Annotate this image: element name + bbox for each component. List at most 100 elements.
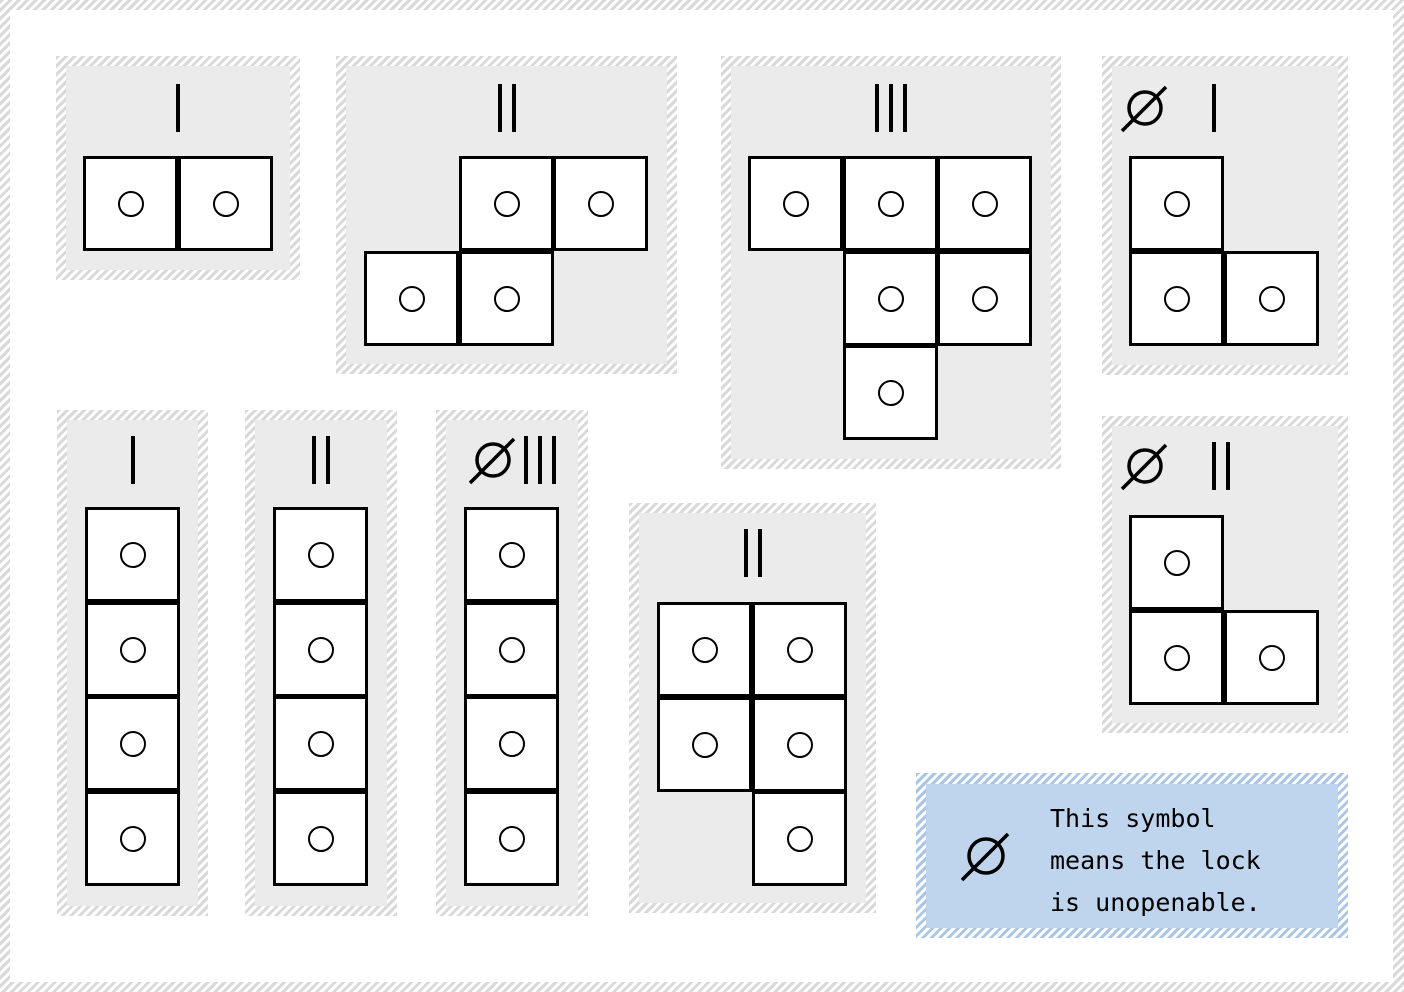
tally-mark-icon — [1212, 442, 1230, 490]
null-set-icon — [1120, 83, 1170, 133]
lock-circle-icon — [119, 541, 146, 568]
tally-mark-icon — [497, 84, 516, 132]
legend-text: This symbol means the lock is unopenable… — [1050, 798, 1261, 924]
legend-line-3: is unopenable. — [1050, 888, 1261, 917]
tally-bar — [538, 436, 542, 484]
lock-cell[interactable] — [459, 251, 554, 346]
lock-circle-icon — [119, 825, 146, 852]
lock-cell[interactable] — [273, 507, 368, 602]
lock-circle-icon — [971, 190, 998, 217]
legend-line-1: This symbol — [1050, 804, 1216, 833]
lock-cell[interactable] — [85, 791, 180, 886]
lock-cell[interactable] — [83, 156, 178, 251]
lock-cell[interactable] — [85, 507, 180, 602]
legend-inner: This symbol means the lock is unopenable… — [926, 784, 1338, 928]
lock-cell[interactable] — [843, 345, 938, 440]
lock-circle-icon — [212, 190, 239, 217]
lock-circle-icon — [493, 190, 520, 217]
lock-circle-icon — [877, 190, 904, 217]
tally-mark-icon — [875, 84, 907, 132]
lock-cell[interactable] — [752, 602, 847, 697]
piece-label — [1120, 440, 1250, 492]
lock-circle-icon — [1163, 549, 1190, 576]
lock-circle-icon — [971, 285, 998, 312]
tally-mark-icon — [130, 436, 135, 484]
lock-cell[interactable] — [273, 696, 368, 791]
piece-label — [245, 434, 397, 486]
tally-mark-icon — [312, 436, 330, 484]
lock-circle-icon — [119, 636, 146, 663]
lock-circle-icon — [786, 636, 813, 663]
tally-mark-icon — [1212, 84, 1216, 132]
tally-bar — [875, 84, 879, 132]
lock-circle-icon — [782, 190, 809, 217]
piece-label — [56, 82, 300, 134]
tally-bar — [312, 436, 316, 484]
lock-cell[interactable] — [464, 791, 559, 886]
lock-cell[interactable] — [464, 696, 559, 791]
lock-cell[interactable] — [1129, 515, 1224, 610]
tally-bar — [326, 436, 330, 484]
lock-cell[interactable] — [937, 251, 1032, 346]
piece-label — [629, 527, 876, 579]
lock-circle-icon — [493, 285, 520, 312]
lock-circle-icon — [877, 285, 904, 312]
lock-cell[interactable] — [657, 602, 752, 697]
lock-cell[interactable] — [843, 156, 938, 251]
lock-cell[interactable] — [1129, 251, 1224, 346]
lock-circle-icon — [691, 731, 718, 758]
lock-circle-icon — [1258, 644, 1285, 671]
lock-cell[interactable] — [85, 696, 180, 791]
tally-bar — [1212, 442, 1216, 490]
tally-bar — [757, 529, 762, 577]
lock-cell[interactable] — [85, 602, 180, 697]
lock-cell[interactable] — [1224, 610, 1319, 705]
lock-cell[interactable] — [273, 791, 368, 886]
lock-cell[interactable] — [364, 251, 459, 346]
tally-bar — [497, 84, 502, 132]
piece-label — [1120, 82, 1250, 134]
tally-bar — [130, 436, 135, 484]
lock-cell[interactable] — [178, 156, 273, 251]
tally-bar — [1226, 442, 1230, 490]
null-set-icon — [1120, 441, 1170, 491]
legend-panel: This symbol means the lock is unopenable… — [916, 773, 1348, 938]
lock-cell[interactable] — [459, 156, 554, 251]
lock-cell[interactable] — [657, 697, 752, 792]
lock-circle-icon — [498, 730, 525, 757]
tally-mark-icon — [524, 436, 556, 484]
lock-cell[interactable] — [752, 697, 847, 792]
legend-line-2: means the lock — [1050, 846, 1261, 875]
tally-bar — [524, 436, 528, 484]
lock-cell[interactable] — [752, 791, 847, 886]
lock-circle-icon — [119, 730, 146, 757]
lock-cell[interactable] — [553, 156, 648, 251]
null-set-icon — [958, 828, 1014, 884]
lock-cell[interactable] — [464, 507, 559, 602]
lock-cell[interactable] — [1224, 251, 1319, 346]
lock-circle-icon — [498, 825, 525, 852]
lock-cell[interactable] — [464, 602, 559, 697]
lock-circle-icon — [691, 636, 718, 663]
tally-bar — [889, 84, 893, 132]
lock-cell[interactable] — [1129, 156, 1224, 251]
lock-circle-icon — [498, 541, 525, 568]
piece-label — [57, 434, 208, 486]
lock-cell[interactable] — [273, 602, 368, 697]
tally-bar — [1212, 84, 1216, 132]
lock-circle-icon — [786, 731, 813, 758]
tally-mark-icon — [176, 84, 180, 132]
lock-circle-icon — [117, 190, 144, 217]
null-set-icon — [468, 435, 518, 485]
tally-bar — [552, 436, 556, 484]
lock-cell[interactable] — [748, 156, 843, 251]
lock-circle-icon — [307, 825, 334, 852]
tally-bar — [743, 529, 748, 577]
piece-label — [436, 434, 588, 486]
tally-bar — [903, 84, 907, 132]
lock-circle-icon — [877, 379, 904, 406]
lock-circle-icon — [498, 636, 525, 663]
lock-cell[interactable] — [937, 156, 1032, 251]
lock-cell[interactable] — [1129, 610, 1224, 705]
lock-cell[interactable] — [843, 251, 938, 346]
